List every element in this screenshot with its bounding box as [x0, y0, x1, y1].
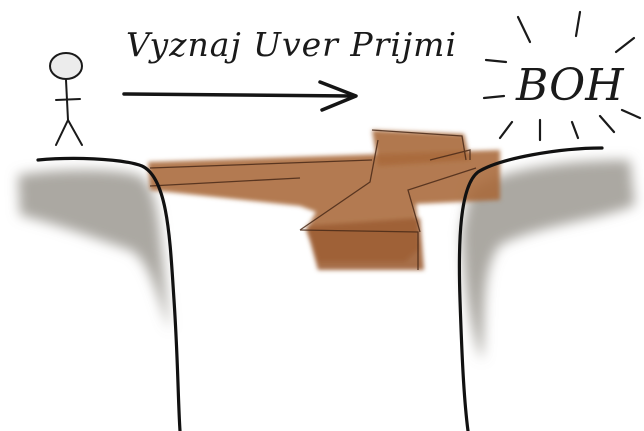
target-label: BOH: [515, 60, 625, 111]
left-cliff-shadow: [18, 170, 170, 330]
caption-text: Vyznaj Uver Prijmi: [126, 25, 457, 64]
right-arrow-icon: [124, 82, 356, 110]
stick-figure-icon: [50, 53, 82, 145]
cross-bridge-icon: [148, 130, 500, 270]
